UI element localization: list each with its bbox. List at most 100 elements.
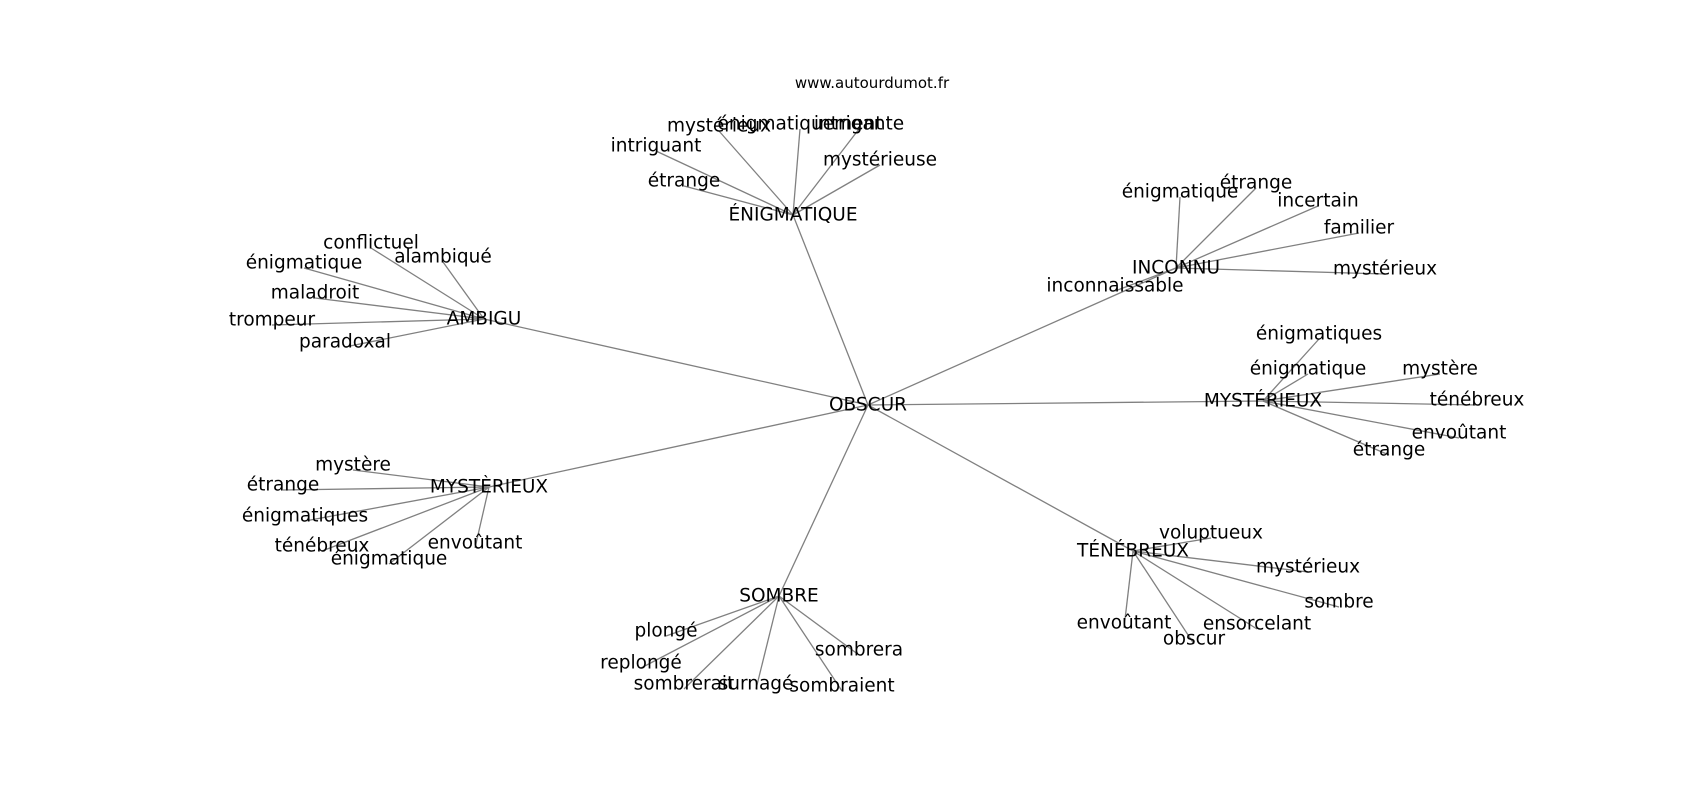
leaf-node-label: ténébreux [1430, 390, 1525, 411]
center-node-label: OBSCUR [829, 395, 907, 416]
edge-hub-leaf [755, 595, 780, 690]
edge-hub-leaf [370, 247, 485, 320]
leaf-node-label: envoûtant [428, 533, 523, 554]
edge-hub-leaf [442, 261, 485, 320]
leaf-node-label: ensorcelant [1203, 614, 1311, 635]
edge-hub-leaf [1132, 550, 1195, 645]
edge-hub-leaf [388, 486, 490, 565]
edge-hub-leaf [271, 318, 485, 326]
hub-node-label: TÉNÉBREUX [1076, 540, 1189, 562]
edge-hub-leaf [1262, 373, 1441, 402]
leaf-node-label: intriguant [611, 136, 702, 157]
edge-hub-leaf [683, 595, 780, 690]
edge-hub-leaf [1175, 187, 1257, 269]
leaf-node-label: obscur [1163, 629, 1226, 650]
edge-hub-leaf [778, 595, 843, 692]
edge-hub-leaf [1123, 550, 1134, 629]
leaf-node-label: voluptueux [1159, 523, 1263, 544]
edge-hub-leaf [321, 486, 490, 552]
edge-center-hub [867, 267, 1177, 406]
leaf-node-label: paradoxal [299, 332, 391, 353]
hub-node-label: MYSTÈRIEUX [430, 476, 549, 498]
edge-hub-leaf [665, 595, 780, 637]
leaf-node-label: envoûtant [1077, 613, 1172, 634]
leaf-node-label: intrigante [814, 114, 904, 135]
edge-hub-leaf [304, 486, 490, 522]
leaf-node-label: énigmatique [1250, 359, 1367, 380]
edge-hub-leaf [778, 595, 860, 656]
edge-hub-leaf [1114, 267, 1177, 292]
edge-center-hub [488, 404, 869, 488]
leaf-node-label: étrange [1353, 440, 1425, 461]
leaf-node-label: énigmatique [1122, 182, 1239, 203]
leaf-node-label: sombraient [789, 676, 894, 697]
leaf-node-label: étrange [247, 475, 319, 496]
leaf-node-label: énigmatiquement [718, 114, 883, 135]
graph-edges [271, 128, 1478, 692]
leaf-node-label: énigmatique [331, 549, 448, 570]
edge-hub-leaf [344, 318, 485, 348]
edge-hub-leaf [792, 128, 801, 216]
edge-hub-leaf [1132, 550, 1340, 608]
graph-labels: www.autourdumot.fr OBSCUR ÉNIGMATIQUE myst… [229, 74, 1525, 697]
edge-center-hub [483, 318, 869, 406]
edge-hub-leaf [282, 486, 490, 491]
leaf-node-label: trompeur [229, 310, 316, 331]
leaf-node-label: sombrerait [634, 674, 735, 695]
edge-center-hub [867, 400, 1264, 406]
edge-hub-leaf [314, 297, 485, 320]
edge-hub-leaf [792, 164, 881, 216]
leaf-node-label: mystérieux [667, 116, 771, 137]
leaf-node-label: étrange [1220, 173, 1292, 194]
hub-node-label: ÉNIGMATIQUE [728, 204, 857, 226]
edge-hub-leaf [718, 130, 794, 216]
leaf-node-label: énigmatique [246, 253, 363, 274]
edge-hub-leaf [1175, 196, 1181, 269]
edge-hub-leaf [1262, 400, 1460, 439]
edge-hub-leaf [1262, 400, 1478, 406]
edge-hub-leaf [683, 185, 794, 216]
edge-hub-leaf [1175, 232, 1360, 269]
edge-hub-leaf [474, 486, 490, 549]
leaf-node-label: mystère [1402, 359, 1478, 380]
edge-hub-leaf [1262, 338, 1320, 402]
leaf-node-label: sombre [1304, 592, 1373, 613]
edge-center-hub [792, 214, 869, 406]
hub-node-label: SOMBRE [739, 586, 819, 607]
edge-hub-leaf [655, 150, 794, 216]
edge-hub-leaf [1132, 550, 1258, 630]
leaf-node-label: mystérieux [1333, 259, 1437, 280]
leaf-node-label: alambiqué [394, 247, 492, 268]
hub-node-label: AMBIGU [447, 309, 522, 330]
hub-node-label: INCONNU [1132, 258, 1220, 279]
leaf-node-label: énigmatiques [242, 506, 368, 527]
leaf-node-label: étrange [648, 171, 720, 192]
edge-center-hub [778, 404, 869, 597]
leaf-node-label: mystérieux [1256, 557, 1360, 578]
edge-hub-leaf [1262, 400, 1390, 456]
edge-hub-leaf [1175, 267, 1386, 275]
leaf-node-label: énigmatiques [1256, 324, 1382, 345]
edge-hub-leaf [1132, 550, 1309, 573]
leaf-node-label: incertain [1277, 191, 1358, 212]
edge-hub-leaf [1132, 537, 1212, 552]
hub-node-label: MYSTÉRIEUX [1204, 390, 1323, 412]
watermark-text: www.autourdumot.fr [795, 74, 950, 92]
leaf-node-label: maladroit [271, 283, 360, 304]
edge-hub-leaf [1262, 373, 1309, 402]
leaf-node-label: conflictuel [323, 233, 419, 254]
edge-hub-leaf [792, 128, 860, 216]
leaf-node-label: mystérieuse [823, 150, 937, 171]
leaf-node-label: mystère [315, 455, 391, 476]
edge-hub-leaf [303, 267, 485, 320]
leaf-node-label: inconnaissable [1046, 276, 1183, 297]
edge-hub-leaf [1175, 205, 1319, 269]
leaf-node-label: plongé [634, 621, 697, 642]
edge-hub-leaf [352, 469, 490, 488]
edge-hub-leaf [640, 595, 780, 669]
leaf-node-label: replongé [600, 653, 682, 674]
leaf-node-label: envoûtant [1412, 423, 1507, 444]
leaf-node-label: familier [1324, 218, 1395, 239]
leaf-node-label: surnagé [719, 674, 794, 695]
